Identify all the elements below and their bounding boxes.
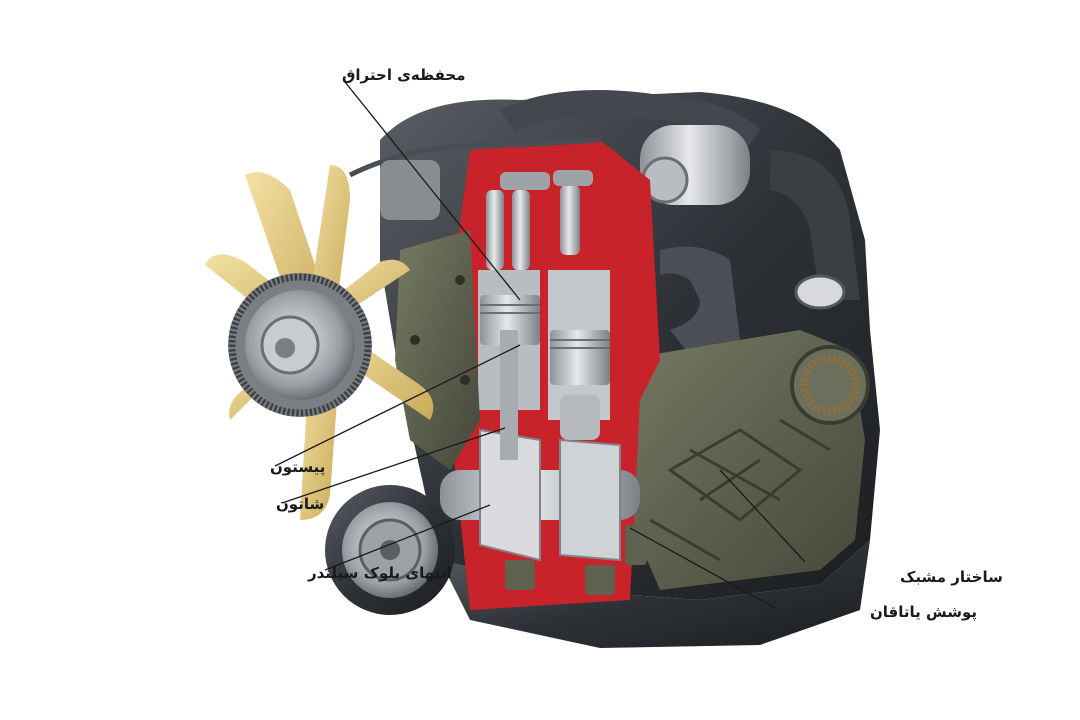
crank-pulley bbox=[325, 485, 455, 615]
coolant-hose bbox=[660, 246, 740, 356]
leader-lines bbox=[274, 81, 806, 609]
cover-bolt bbox=[410, 335, 420, 345]
label-ribbed-structure: ساختار مشبک bbox=[900, 568, 1003, 586]
leader-piston bbox=[274, 344, 521, 467]
intake-tube bbox=[500, 90, 760, 150]
label-connecting-rod: شاتون bbox=[276, 495, 324, 513]
label-block-end: انتهای بلوک سیلندر bbox=[307, 564, 452, 582]
label-piston: پیستون bbox=[270, 458, 325, 477]
fan-pulley bbox=[228, 273, 372, 417]
alternator bbox=[380, 160, 440, 220]
timing-cover bbox=[395, 230, 480, 470]
label-bearing-cover: پوشش یاتاقان bbox=[870, 603, 977, 622]
exhaust-pipe bbox=[770, 150, 860, 300]
piston-1 bbox=[480, 295, 540, 345]
piston-pin-boss bbox=[560, 395, 600, 440]
fuel-line bbox=[348, 137, 601, 178]
leader-ribbed-structure bbox=[719, 469, 806, 563]
labels: محفظه‌ی احتراق پیستون شاتون انتهای بلوک … bbox=[270, 66, 1003, 622]
cover-bolt bbox=[460, 375, 470, 385]
piston-2 bbox=[550, 330, 610, 385]
engine-illustration bbox=[205, 90, 880, 648]
label-combustion-chamber: محفظه‌ی احتراق bbox=[342, 66, 466, 84]
valve-train bbox=[486, 170, 593, 270]
exhaust-opening bbox=[794, 274, 846, 310]
connecting-rod bbox=[500, 330, 518, 460]
piston-assembly bbox=[480, 295, 610, 440]
flywheel-teeth bbox=[800, 355, 860, 415]
leader-block-end bbox=[324, 504, 491, 571]
leader-bearing-cover bbox=[629, 527, 776, 609]
leader-combustion-chamber bbox=[344, 81, 521, 301]
crankshaft bbox=[440, 330, 640, 562]
oil-pan bbox=[440, 540, 870, 648]
cover-bolt bbox=[455, 275, 465, 285]
leader-connecting-rod bbox=[281, 427, 506, 504]
